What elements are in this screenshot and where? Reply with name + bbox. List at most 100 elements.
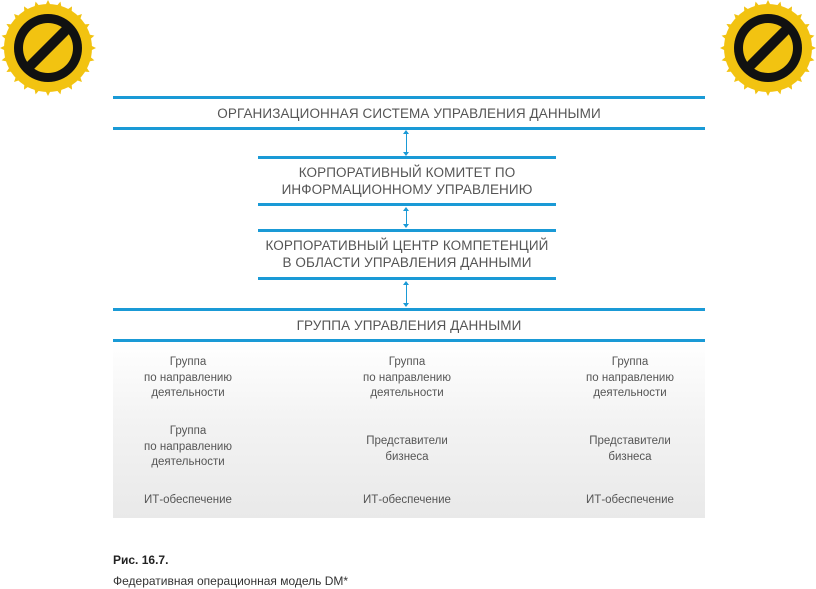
org-system-top-line (113, 96, 705, 99)
grid-cell: Группа по направлению деятельности (550, 355, 710, 402)
center-title: КОРПОРАТИВНЫЙ ЦЕНТР КОМПЕТЕНЦИЙ В ОБЛАСТ… (258, 237, 556, 271)
connector-arrow-up (403, 207, 409, 211)
connector-arrow-up (403, 130, 409, 134)
connector-arrow-down (403, 224, 409, 228)
badge-tooth (744, 6, 750, 14)
center-bottom-line (258, 277, 556, 280)
badge-tooth (726, 24, 734, 30)
cell-line: Группа (388, 356, 426, 368)
badge-tooth (795, 75, 802, 82)
cell-line: по направлению (144, 371, 232, 384)
cell-line: по направлению (144, 440, 232, 453)
group-bottom-line (113, 339, 705, 342)
connector-line (406, 210, 407, 225)
badge-tooth (764, 89, 772, 96)
badge-tooth (87, 34, 95, 41)
center-title-line1: КОРПОРАТИВНЫЙ ЦЕНТР КОМПЕТЕНЦИЙ (265, 238, 549, 253)
badge-tooth (1, 34, 9, 41)
badge-tooth (66, 6, 72, 14)
grid-cell: ИТ-обеспечение (108, 493, 268, 509)
cell-line: ИТ-обеспечение (363, 494, 451, 506)
connector-arrow-up (403, 281, 409, 285)
org-system-title: ОРГАНИЗАЦИОННАЯ СИСТЕМА УПРАВЛЕНИЯ ДАННЫ… (217, 106, 601, 121)
badge-tooth (726, 66, 734, 72)
badge-tooth (775, 1, 782, 9)
prohibited-sign-icon (0, 0, 96, 96)
badge-tooth (55, 87, 62, 95)
badge-tooth (24, 6, 30, 14)
badge-tooth (734, 14, 741, 21)
badge-tooth (807, 55, 815, 62)
cell-line: ИТ-обеспечение (586, 494, 674, 506)
badge-tooth (795, 14, 802, 21)
cell-line: Группа (611, 356, 649, 368)
badge-tooth (764, 0, 772, 7)
cell-line: Представители (589, 435, 671, 447)
badge-tooth (809, 44, 816, 52)
badge-tooth (34, 1, 41, 9)
org-system-bottom-line (113, 127, 705, 130)
committee-title: КОРПОРАТИВНЫЙ КОМИТЕТ ПО ИНФОРМАЦИОННОМУ… (258, 164, 556, 198)
cell-line: деятельности (370, 387, 444, 399)
badge-tooth (786, 6, 792, 14)
badge-tooth (6, 24, 14, 30)
cell-line: деятельности (593, 387, 667, 399)
cell-line: бизнеса (608, 450, 652, 463)
cell-line: бизнеса (385, 450, 429, 463)
cell-line: по направлению (586, 371, 674, 384)
badge-tooth (786, 82, 792, 90)
committee-top-line (258, 156, 556, 159)
grid-cell: Представители бизнеса (550, 434, 710, 465)
badge-tooth (0, 44, 7, 52)
figure-caption: Федеративная операционная модель DM* (113, 574, 349, 588)
badge-tooth (44, 89, 52, 96)
badge-tooth (721, 55, 729, 62)
badge-tooth (34, 87, 41, 95)
connector-arrow-down (403, 152, 409, 156)
connector-line (406, 133, 407, 153)
badge-tooth (14, 14, 21, 21)
badge-tooth (14, 75, 21, 82)
badge-tooth (44, 0, 52, 7)
center-top-line (258, 229, 556, 232)
badge-tooth (6, 66, 14, 72)
badge-tooth (66, 82, 72, 90)
group-title: ГРУППА УПРАВЛЕНИЯ ДАННЫМИ (296, 318, 522, 333)
group-members-panel (113, 342, 705, 518)
committee-title-line1: КОРПОРАТИВНЫЙ КОМИТЕТ ПО (298, 165, 516, 180)
committee-bottom-line (258, 203, 556, 206)
badge-tooth (744, 82, 750, 90)
grid-cell: Представители бизнеса (327, 434, 487, 465)
center-title-line2: В ОБЛАСТИ УПРАВЛЕНИЯ ДАННЫМИ (282, 255, 532, 270)
grid-cell: ИТ-обеспечение (327, 493, 487, 509)
badge-tooth (754, 87, 761, 95)
committee-title-line2: ИНФОРМАЦИОННОМУ УПРАВЛЕНИЮ (281, 182, 533, 197)
badge-tooth (89, 44, 96, 52)
badge-tooth (24, 82, 30, 90)
grid-cell: ИТ-обеспечение (550, 493, 710, 509)
badge-tooth (734, 75, 741, 82)
badge-tooth (75, 75, 82, 82)
figure-number: Рис. 16.7. (113, 553, 169, 567)
badge-tooth (807, 34, 815, 41)
grid-cell: Группа по направлению деятельности (108, 355, 268, 402)
cell-line: деятельности (151, 387, 225, 399)
grid-cell: Группа по направлению деятельности (327, 355, 487, 402)
group-top-line (113, 308, 705, 311)
badge-tooth (721, 34, 729, 41)
badge-tooth (720, 44, 727, 52)
badge-tooth (802, 66, 810, 72)
badge-tooth (87, 55, 95, 62)
cell-line: Группа (169, 425, 207, 437)
cell-line: Группа (169, 356, 207, 368)
badge-tooth (1, 55, 9, 62)
cell-line: Представители (366, 435, 448, 447)
badge-tooth (82, 24, 90, 30)
connector-line (406, 284, 407, 304)
cell-line: по направлению (363, 371, 451, 384)
cell-line: ИТ-обеспечение (144, 494, 232, 506)
badge-tooth (82, 66, 90, 72)
badge-tooth (775, 87, 782, 95)
prohibited-sign-icon (720, 0, 816, 96)
badge-tooth (754, 1, 761, 9)
